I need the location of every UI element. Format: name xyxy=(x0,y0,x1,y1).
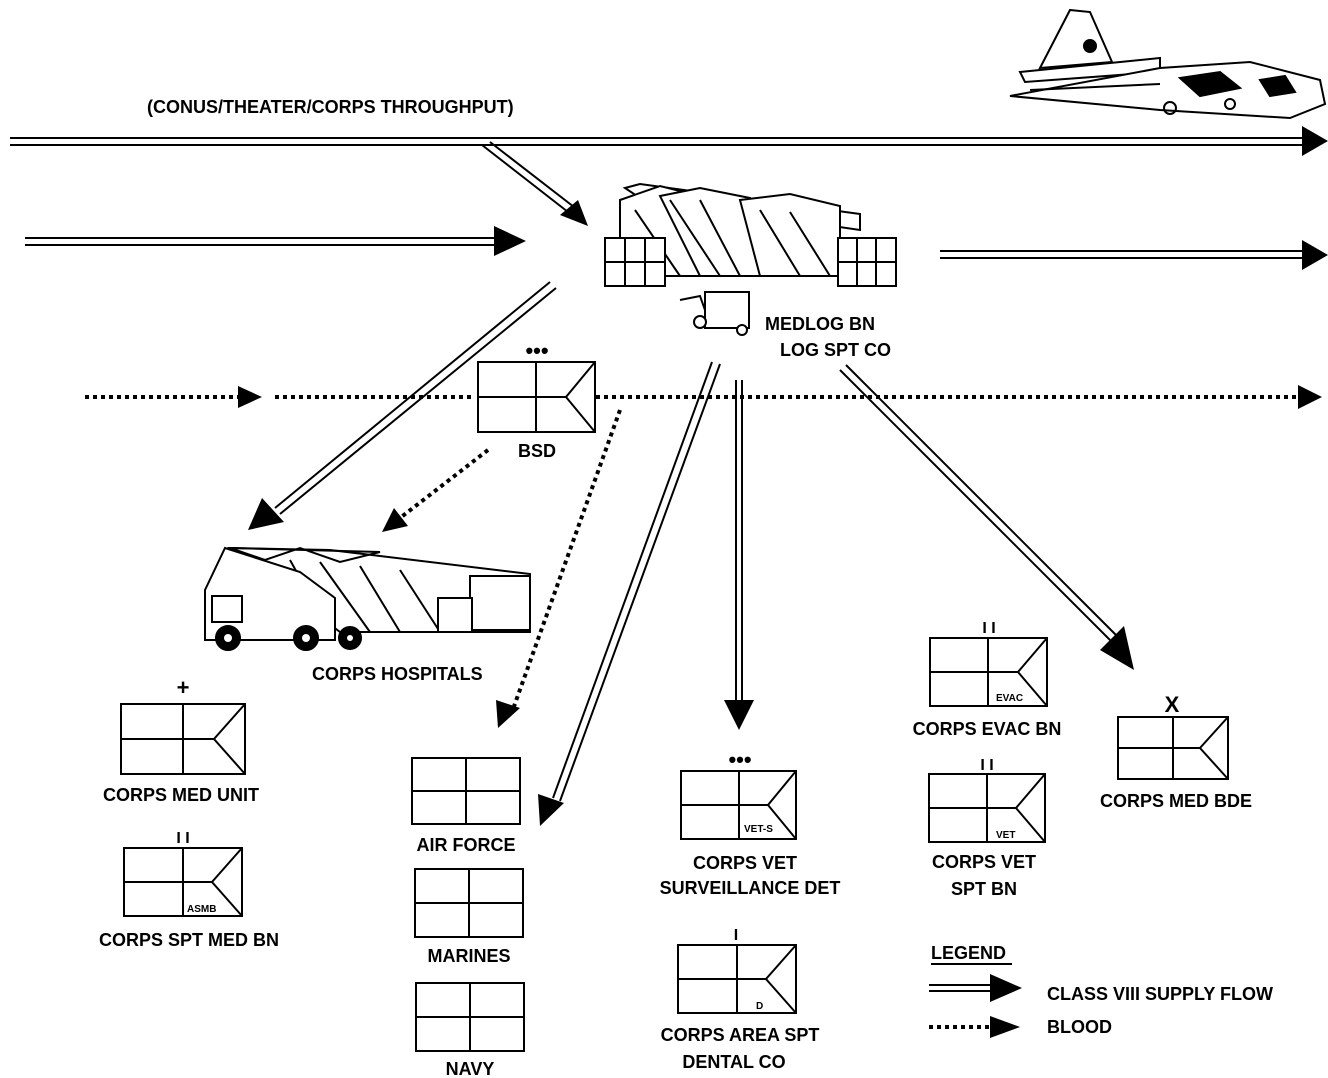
bsd-unit-symbol: ••• xyxy=(477,338,596,433)
asmb-tag: ASMB xyxy=(187,904,216,915)
evac-bn-label: CORPS EVAC BN xyxy=(913,719,1062,739)
vet-spt-bn-label-line2: SPT BN xyxy=(951,879,1017,899)
bsd-label: BSD xyxy=(518,441,556,461)
throughput-arrow xyxy=(10,126,1328,156)
medlog-to-hospitals-arrow xyxy=(248,281,557,530)
inbound-arrow xyxy=(25,226,526,256)
marines-label: MARINES xyxy=(427,946,510,966)
vet-surveillance-label-line2: SURVEILLANCE DET xyxy=(660,878,841,898)
legend-title: LEGEND xyxy=(931,943,1006,963)
medlog-to-med-bde-arrow xyxy=(839,364,1134,670)
corps-med-unit-label: CORPS MED UNIT xyxy=(103,785,259,805)
blood-to-sister-services-arrow xyxy=(496,409,622,728)
legend-supply-symbol xyxy=(929,974,1022,1002)
corps-evac-bn-symbol: I I EVAC xyxy=(929,620,1048,707)
dental-label-line2: DENTAL CO xyxy=(682,1052,785,1072)
legend-supply-label: CLASS VIII SUPPLY FLOW xyxy=(1047,984,1273,1004)
vet-surveillance-symbol: ••• VET-S xyxy=(680,747,797,840)
evac-tag: EVAC xyxy=(996,693,1023,704)
med-bde-label: CORPS MED BDE xyxy=(1100,791,1252,811)
navy-symbol xyxy=(415,982,525,1052)
vet-spt-bn-label-line1: CORPS VET xyxy=(932,852,1036,872)
marines-symbol xyxy=(414,868,524,938)
throughput-label: (CONUS/THEATER/CORPS THROUGHPUT) xyxy=(147,97,514,117)
corps-spt-med-bn-echelon: I I xyxy=(176,830,189,847)
vet-s-tag: VET-S xyxy=(744,824,773,835)
legend-blood-symbol xyxy=(929,1016,1020,1038)
corps-spt-med-bn-symbol: I I ASMB xyxy=(123,830,243,917)
corps-med-unit-echelon: + xyxy=(177,675,190,700)
med-bde-echelon: X xyxy=(1165,692,1180,717)
medlog-to-vet-surveillance-arrow xyxy=(724,380,754,730)
evac-bn-echelon: I I xyxy=(982,620,995,637)
navy-label: NAVY xyxy=(446,1059,495,1078)
dental-label-line1: CORPS AREA SPT xyxy=(661,1025,820,1045)
legend-blood-label: BLOOD xyxy=(1047,1017,1112,1037)
corps-med-bde-symbol: X xyxy=(1117,692,1229,780)
medlog-to-airforce-arrow xyxy=(538,361,721,826)
vet-surveillance-echelon: ••• xyxy=(728,747,751,772)
bsd-to-hospitals-blood-arrow xyxy=(382,448,490,532)
corps-vet-spt-bn-symbol: I I VET xyxy=(928,757,1046,843)
corps-hospitals-illustration xyxy=(204,546,531,651)
dental-echelon: I xyxy=(734,927,738,944)
corps-spt-med-bn-label: CORPS SPT MED BN xyxy=(99,930,279,950)
medlog-tent-illustration xyxy=(604,182,897,336)
vet-spt-bn-echelon: I I xyxy=(980,757,993,774)
blood-flow-line xyxy=(85,385,1322,409)
air-force-label: AIR FORCE xyxy=(417,835,516,855)
outbound-arrow xyxy=(940,240,1328,270)
medlog-label-line2: LOG SPT CO xyxy=(780,340,891,360)
dental-co-symbol: I D xyxy=(677,927,797,1014)
air-force-symbol xyxy=(411,757,521,825)
dental-tag: D xyxy=(756,1001,763,1012)
medlog-label-line1: MEDLOG BN xyxy=(765,314,875,334)
vet-tag: VET xyxy=(996,830,1015,841)
corps-hospitals-label: CORPS HOSPITALS xyxy=(312,664,483,684)
inflow-diagonal-arrow xyxy=(481,141,588,226)
vet-surveillance-label-line1: CORPS VET xyxy=(693,853,797,873)
bsd-echelon: ••• xyxy=(525,338,548,363)
corps-med-unit-symbol: + xyxy=(120,675,246,775)
cargo-aircraft-illustration xyxy=(1009,8,1327,120)
legend: LEGEND CLASS VIII SUPPLY FLOW BLOOD xyxy=(929,943,1273,1038)
